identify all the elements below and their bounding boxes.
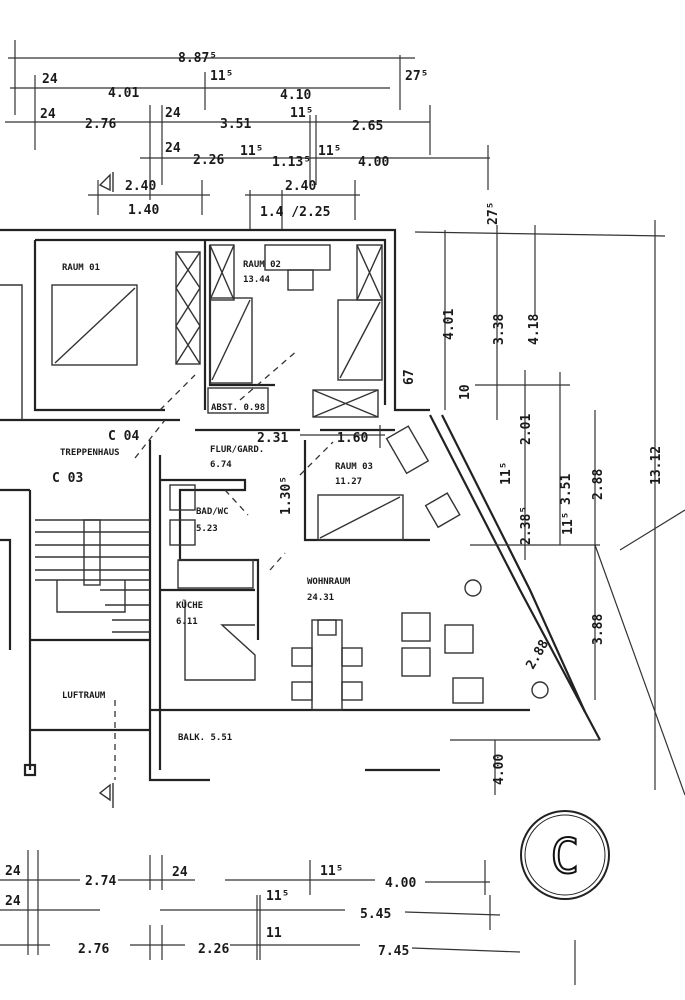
dim: 4.00 xyxy=(385,876,416,891)
dim: 2.40 xyxy=(125,179,156,194)
dim: 1.30⁵ xyxy=(279,476,294,515)
dim: 1.40 xyxy=(128,203,159,218)
marker-c04: C 04 xyxy=(108,429,139,444)
room-raum-03: RAUM 03 xyxy=(335,462,373,472)
dim: 2.26 xyxy=(193,153,224,168)
dim-overall: 8.87⁵ xyxy=(178,51,217,66)
dim: 2.31 xyxy=(257,431,288,446)
dim: 11⁵ xyxy=(561,512,576,535)
room-labels: RAUM 01 RAUM 02 13.44 ABST. 0.98 TREPPEN… xyxy=(52,260,507,785)
dim: 1.13⁵ xyxy=(272,155,311,170)
room-raum-01: RAUM 01 xyxy=(62,263,100,273)
bottom-dimension-lines xyxy=(0,850,576,985)
room-flur: FLUR/GARD. xyxy=(210,445,264,455)
dim: 11 xyxy=(266,926,282,941)
room-luftraum: LUFTRAUM xyxy=(62,691,106,701)
top-dimension-labels: 8.87⁵ 24 4.01 11⁵ 4.10 27⁵ 24 2.76 24 3.… xyxy=(40,51,428,220)
dim: 4.01 xyxy=(108,86,139,101)
dim: 4.01 xyxy=(442,309,457,340)
dim: 3.51 xyxy=(559,474,574,505)
dim: 3.51 xyxy=(220,117,251,132)
dim: 27⁵ xyxy=(405,69,428,84)
dim: 7.45 xyxy=(378,944,409,959)
furniture xyxy=(0,244,549,711)
dim: 1.60 xyxy=(337,431,368,446)
dim: 4.18 xyxy=(527,314,542,345)
dim: 11⁵ xyxy=(318,144,341,159)
room-flur-area: 6.74 xyxy=(210,460,232,470)
bottom-dimension-labels: 24 2.74 24 11⁵ 4.00 24 11⁵ 5.45 2.76 2.2… xyxy=(5,864,416,959)
dim: 11⁵ xyxy=(210,69,233,84)
dim: 24 xyxy=(172,865,188,880)
dim: 4.10 xyxy=(280,88,311,103)
dim: 24 xyxy=(42,72,58,87)
dim: 10 xyxy=(458,384,473,400)
dim: 2.76 xyxy=(78,942,109,957)
room-abst: ABST. 0.98 xyxy=(211,403,265,413)
dim: 5.45 xyxy=(360,907,391,922)
room-bad-area: 5.23 xyxy=(196,524,218,534)
dim: 4.00 xyxy=(492,754,507,785)
dim: 11⁵ xyxy=(290,106,313,121)
dim: 2.88 xyxy=(523,637,552,672)
right-dimension-labels: 27⁵ 4.01 3.38 4.18 10 2.01 11⁵ 3.51 2.88… xyxy=(442,202,664,672)
dim: 3.88 xyxy=(591,614,606,645)
dim: 4.00 xyxy=(358,155,389,170)
dim: 24 xyxy=(165,106,181,121)
room-wohnraum-area: 24.31 xyxy=(307,593,334,603)
dim: 11⁵ xyxy=(499,462,514,485)
dim: 27⁵ xyxy=(486,202,501,225)
dim: 11⁵ xyxy=(240,144,263,159)
room-balkon: BALK. 5.51 xyxy=(178,733,232,743)
room-wohnraum: WOHNRAUM xyxy=(307,577,351,587)
dim: 11⁵ xyxy=(266,889,289,904)
dim: 24 xyxy=(165,141,181,156)
dim: 2.76 xyxy=(85,117,116,132)
dim: 1.4 /2.25 xyxy=(260,205,330,220)
room-treppenhaus: TREPPENHAUS xyxy=(60,448,120,458)
room-bad: BAD/WC xyxy=(196,507,229,517)
room-kueche-area: 6.11 xyxy=(176,617,198,627)
dim: 2.74 xyxy=(85,874,116,889)
room-raum-02-area: 13.44 xyxy=(243,275,271,285)
room-raum-03-area: 11.27 xyxy=(335,477,362,487)
top-dimension-lines xyxy=(5,40,490,230)
doors xyxy=(114,349,334,780)
marker-c03: C 03 xyxy=(52,471,83,486)
apartment-marker: C xyxy=(520,810,610,900)
dim: 2.38⁵ xyxy=(519,506,534,545)
dim: 67 xyxy=(402,369,417,385)
dim: 2.40 xyxy=(285,179,316,194)
dim: 3.38 xyxy=(492,314,507,345)
dim: 24 xyxy=(5,894,21,909)
dim: 24 xyxy=(5,864,21,879)
apartment-letter: C xyxy=(551,829,580,885)
dim: 2.01 xyxy=(519,414,534,445)
dim: 13.12 xyxy=(649,446,664,485)
dim: 24 xyxy=(40,107,56,122)
room-raum-02: RAUM 02 xyxy=(243,260,281,270)
room-kueche: KÜCHE xyxy=(176,600,203,611)
dim: 2.26 xyxy=(198,942,229,957)
dim: 2.65 xyxy=(352,119,383,134)
section-markers xyxy=(98,172,114,808)
right-dimension-lines xyxy=(300,220,685,796)
dim: 2.88 xyxy=(591,469,606,500)
dim: 11⁵ xyxy=(320,864,343,879)
